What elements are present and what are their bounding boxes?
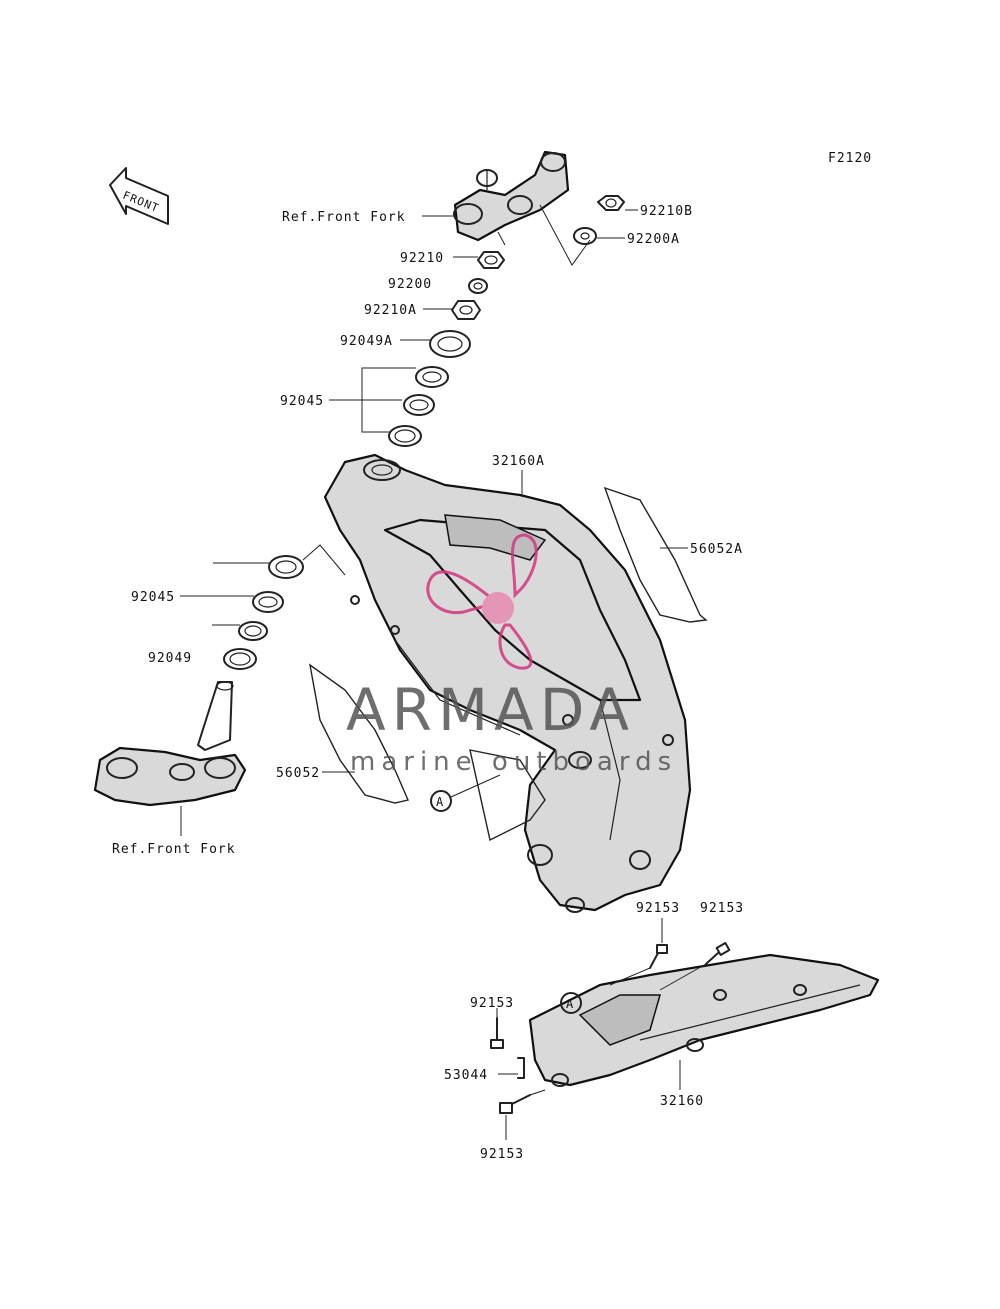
label-92200A: 92200A (627, 232, 680, 247)
nut-92210 (477, 251, 505, 269)
seal-92049A (429, 330, 471, 358)
figure-code: F2120 (828, 151, 872, 166)
nut-92210A (451, 300, 481, 320)
label-92200: 92200 (388, 277, 432, 292)
label-32160A: 32160A (492, 454, 545, 469)
ref-label-top: Ref.Front Fork (282, 210, 406, 225)
cover-56052 (309, 663, 409, 804)
label-92210B: 92210B (640, 204, 693, 219)
bolt-92153-top-left (649, 944, 668, 969)
bolt-92153-left (490, 1017, 504, 1049)
label-92049A: 92049A (340, 334, 393, 349)
bearing-set-bottom-92045 (238, 555, 304, 641)
sub-frame-32160 (528, 953, 880, 1087)
watermark-brand: ARMADA (346, 676, 635, 744)
bearing-set-top-92045 (388, 366, 449, 447)
front-arrow-icon: FRONT (109, 167, 169, 225)
label-56052: 56052 (276, 766, 320, 781)
lower-triple-clamp (93, 681, 247, 807)
label-92153-left: 92153 (470, 996, 514, 1011)
label-53044: 53044 (444, 1068, 488, 1083)
label-92153-top-right: 92153 (700, 901, 744, 916)
seal-92049 (223, 648, 257, 670)
nut-92210B (597, 195, 625, 211)
upper-triple-clamp (453, 150, 570, 242)
bolt-92153-bottom (499, 1094, 531, 1114)
reference-a-lower: A (566, 997, 574, 1011)
label-92153-bottom: 92153 (480, 1147, 524, 1162)
washer-92200A (573, 227, 597, 245)
watermark-tagline: marine outboards (350, 747, 677, 777)
label-92049: 92049 (148, 651, 192, 666)
clip-53044 (517, 1057, 525, 1079)
reference-circle-a-lower (560, 992, 582, 1014)
label-92210: 92210 (400, 251, 444, 266)
reference-a-upper: A (436, 795, 444, 809)
label-92045-top: 92045 (280, 394, 324, 409)
label-92210A: 92210A (364, 303, 417, 318)
washer-92200 (468, 278, 488, 294)
propeller-logo-icon (426, 533, 538, 670)
label-92045-bottom: 92045 (131, 590, 175, 605)
label-32160: 32160 (660, 1094, 704, 1109)
label-56052A: 56052A (690, 542, 743, 557)
reference-circle-a-upper (430, 790, 452, 812)
bolt-92153-top-right (705, 942, 731, 965)
cover-56052A (603, 486, 708, 623)
ref-label-bottom: Ref.Front Fork (112, 842, 236, 857)
label-92153-top-left: 92153 (636, 901, 680, 916)
watermark: ARMADA marine outboards (346, 533, 677, 777)
